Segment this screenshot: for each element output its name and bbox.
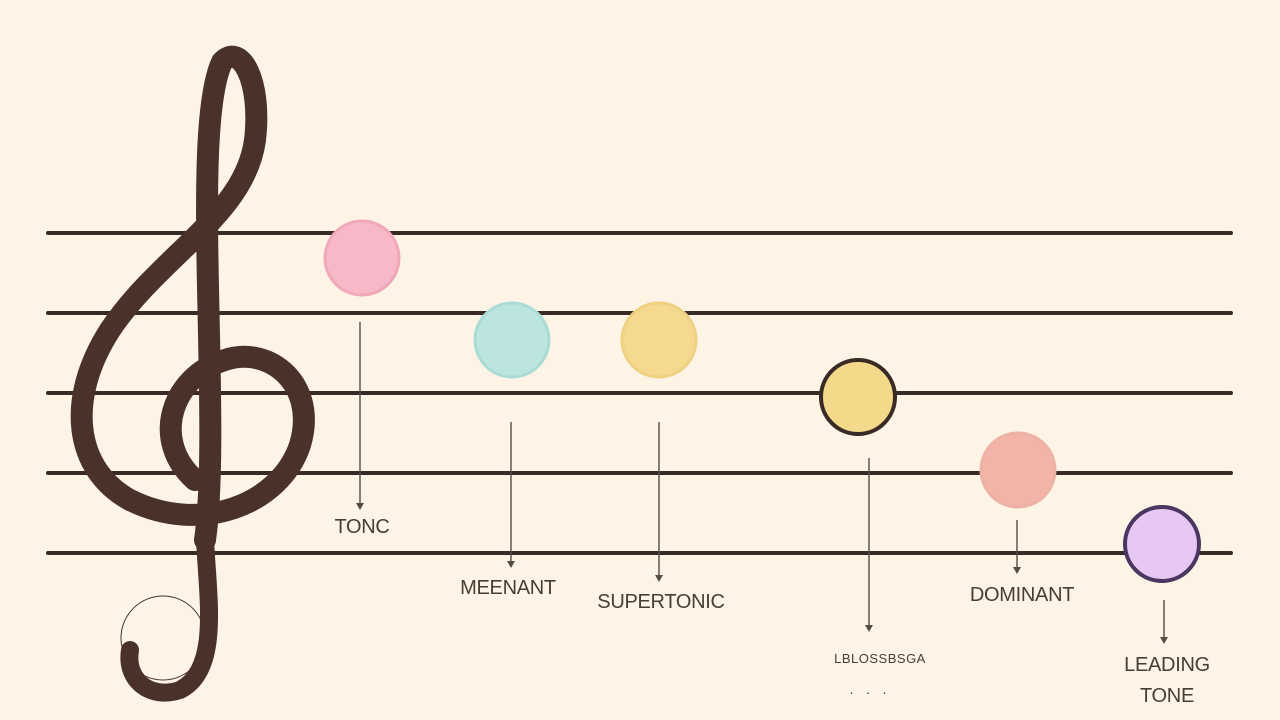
arrow-supertonic (655, 422, 663, 582)
treble-clef-icon (70, 45, 315, 702)
notes (323, 219, 1201, 583)
arrow-leading (1160, 600, 1168, 644)
note-mediant (473, 301, 551, 379)
note-subdominant (819, 358, 897, 436)
label-subdominant: LBLOSSBSGA (834, 651, 926, 666)
label-mediant: MEENANT (460, 577, 556, 599)
label-leading-tone-line1: LEADING (1124, 654, 1210, 676)
arrow-tonic (356, 322, 364, 510)
arrow-dominant (1013, 520, 1021, 574)
label-tonic: TONC (334, 516, 390, 538)
label-leading-tone-line2: TONE (1140, 685, 1194, 707)
note-tonic (323, 219, 401, 297)
note-supertonic (620, 301, 698, 379)
label-supertonic: SUPERTONIC (597, 591, 725, 613)
arrow-subdominant (865, 458, 873, 632)
note-leading (1123, 505, 1201, 583)
arrow-mediant (507, 422, 515, 568)
arrows (356, 322, 1168, 644)
note-dominant (979, 431, 1057, 509)
label-subdominant-dots: · · · (849, 684, 891, 700)
label-dominant: DOMINANT (969, 584, 1075, 606)
